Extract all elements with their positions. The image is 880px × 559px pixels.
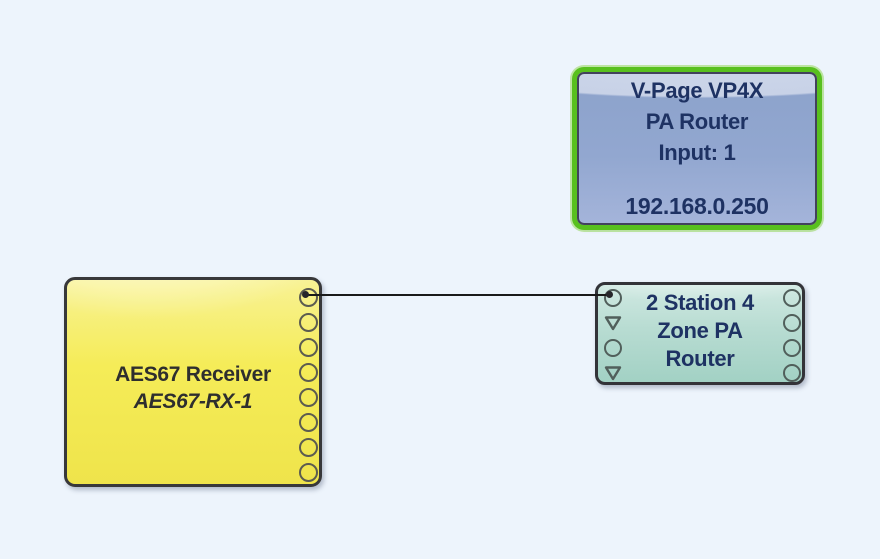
node-zone-pa-router[interactable]: 2 Station 4 Zone PA Router (595, 282, 805, 385)
input-port-1[interactable] (604, 289, 622, 307)
output-port-2[interactable] (299, 313, 318, 332)
node-input-label: Input: 1 (658, 140, 736, 165)
output-port-1[interactable] (783, 289, 801, 307)
output-port-6[interactable] (299, 413, 318, 432)
input-port-3[interactable] (604, 339, 622, 357)
output-port-5[interactable] (299, 388, 318, 407)
node-subtitle: PA Router (645, 109, 749, 134)
output-port-2[interactable] (783, 314, 801, 332)
output-port-4[interactable] (783, 364, 801, 382)
output-port-3[interactable] (299, 338, 318, 357)
node-title-line2: Zone PA (657, 318, 743, 343)
input-port-2-triangle[interactable] (603, 314, 623, 332)
output-port-1[interactable] (299, 288, 318, 307)
node-label-block: 2 Station 4 Zone PA Router (598, 285, 802, 373)
node-vpage-pa-router[interactable]: V-Page VP4X PA Router Input: 1 192.168.0… (577, 72, 817, 225)
wire-endpoint-dot (302, 291, 309, 298)
connection-wire[interactable] (306, 294, 610, 296)
output-port-3[interactable] (783, 339, 801, 357)
output-port-8[interactable] (299, 463, 318, 482)
output-port-7[interactable] (299, 438, 318, 457)
input-port-4-triangle[interactable] (603, 364, 623, 382)
node-aes67-receiver[interactable]: AES67 Receiver AES67-RX-1 (64, 277, 322, 487)
node-label-block: AES67 Receiver AES67-RX-1 (67, 361, 319, 415)
node-title: V-Page VP4X (630, 78, 764, 103)
node-ip-address: 192.168.0.250 (625, 193, 769, 219)
node-title-line1: 2 Station 4 (646, 290, 754, 315)
node-label-block: V-Page VP4X PA Router Input: 1 (579, 74, 815, 168)
wire-endpoint-dot (606, 291, 613, 298)
node-title: AES67 Receiver (115, 363, 271, 386)
output-port-4[interactable] (299, 363, 318, 382)
node-title-line3: Router (665, 346, 735, 371)
node-subtitle: AES67-RX-1 (133, 390, 253, 413)
